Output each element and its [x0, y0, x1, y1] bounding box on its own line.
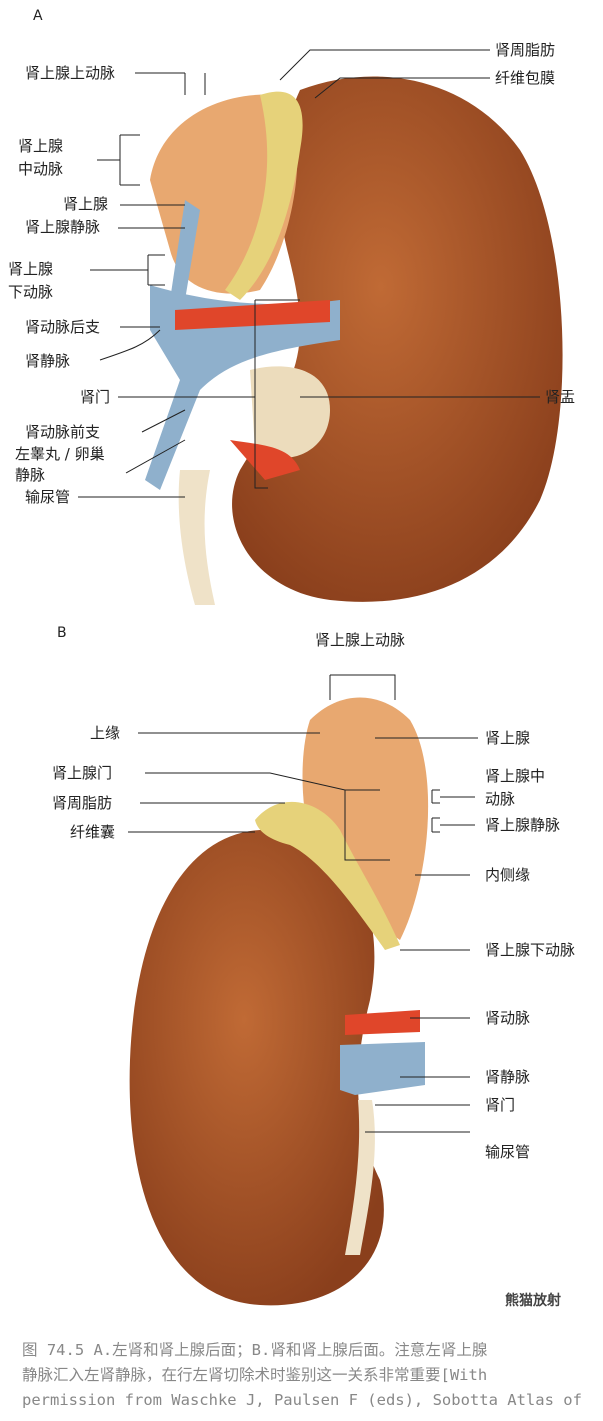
label-b-adrenal-vein: 肾上腺静脉	[485, 816, 561, 834]
label-b-medial-border: 内侧缘	[485, 866, 531, 884]
renal-artery-anterior-a	[230, 440, 300, 480]
label-b-mid-adrenal-artery: 肾上腺中	[485, 767, 546, 785]
renal-artery-a	[175, 300, 330, 330]
label-b-adrenal-gland: 肾上腺	[485, 729, 531, 747]
label-b-hilum: 肾门	[485, 1096, 516, 1114]
label-b-inf-adrenal-artery: 肾上腺下动脉	[485, 941, 576, 959]
label-b-perirenal-fat: 肾周脂肪	[52, 794, 113, 812]
label-b-ureter: 输尿管	[485, 1143, 531, 1161]
label-a-gonadal-vein: 左睾丸 / 卵巢	[15, 445, 105, 463]
caption-line-1: 图 74.5 A.左肾和肾上腺后面；B.肾和肾上腺后面。注意左肾上腺	[22, 1341, 488, 1359]
perirenal-fat-b	[255, 801, 400, 950]
caption-line-2: 静脉汇入左肾静脉，在行左肾切除术时鉴别这一关系非常重要[With	[22, 1366, 488, 1384]
leader-lines-a	[78, 49, 540, 498]
label-a-adrenal-gland: 肾上腺	[63, 195, 109, 213]
watermark: 熊猫放射	[505, 1293, 561, 1309]
label-a-mid-adrenal-artery-2: 中动脉	[18, 160, 64, 178]
label-a-perirenal-fat: 肾周脂肪	[495, 41, 556, 59]
adrenal-b	[302, 697, 429, 940]
label-b-sup-adrenal-artery: 肾上腺上动脉	[315, 631, 406, 649]
label-b-renal-artery: 肾动脉	[485, 1009, 531, 1027]
leader-lines-b	[128, 674, 478, 1133]
label-a-hilum: 肾门	[80, 388, 111, 406]
label-a-renal-artery-posterior: 肾动脉后支	[25, 318, 101, 336]
label-a-inf-adrenal-artery: 肾上腺	[8, 260, 54, 278]
label-a-inf-adrenal-artery-2: 下动脉	[8, 283, 54, 301]
adrenal-vein-a	[170, 200, 200, 300]
caption-line-3: permission from Waschke J, Paulsen F (ed…	[22, 1391, 582, 1409]
label-a-ureter: 输尿管	[25, 488, 71, 506]
label-b-mid-adrenal-artery-2: 动脉	[485, 790, 516, 808]
label-a-sup-adrenal-artery: 肾上腺上动脉	[25, 64, 116, 82]
label-a-mid-adrenal-artery: 肾上腺	[18, 137, 64, 155]
perirenal-fat-a	[225, 91, 303, 301]
label-b-superior-border: 上缘	[90, 724, 121, 742]
figure-caption: 图 74.5 A.左肾和肾上腺后面；B.肾和肾上腺后面。注意左肾上腺 静脉汇入左…	[22, 1338, 597, 1413]
kidney-a	[145, 76, 563, 605]
ureter-a	[178, 470, 215, 605]
renal-artery-b	[345, 1010, 420, 1035]
label-a-adrenal-vein: 肾上腺静脉	[25, 218, 101, 236]
renal-vein-b	[340, 1042, 425, 1095]
label-b-adrenal-hilum: 肾上腺门	[52, 764, 113, 782]
ureter-b	[345, 1100, 375, 1255]
label-b-fibrous-capsule: 纤维囊	[70, 823, 116, 841]
label-a-renal-pelvis: 肾盂	[545, 388, 576, 406]
panel-b-letter: B	[57, 625, 67, 641]
label-a-gonadal-vein-2: 静脉	[15, 466, 46, 484]
renal-vein-a	[145, 285, 340, 490]
label-a-fibrous-capsule: 纤维包膜	[495, 69, 556, 87]
panel-a-letter: A	[33, 8, 43, 24]
label-a-renal-artery-anterior: 肾动脉前支	[25, 423, 101, 441]
kidney-b	[129, 697, 429, 1306]
renal-pelvis-a	[250, 366, 330, 458]
label-a-renal-vein: 肾静脉	[25, 352, 71, 370]
label-b-renal-vein: 肾静脉	[485, 1068, 531, 1086]
